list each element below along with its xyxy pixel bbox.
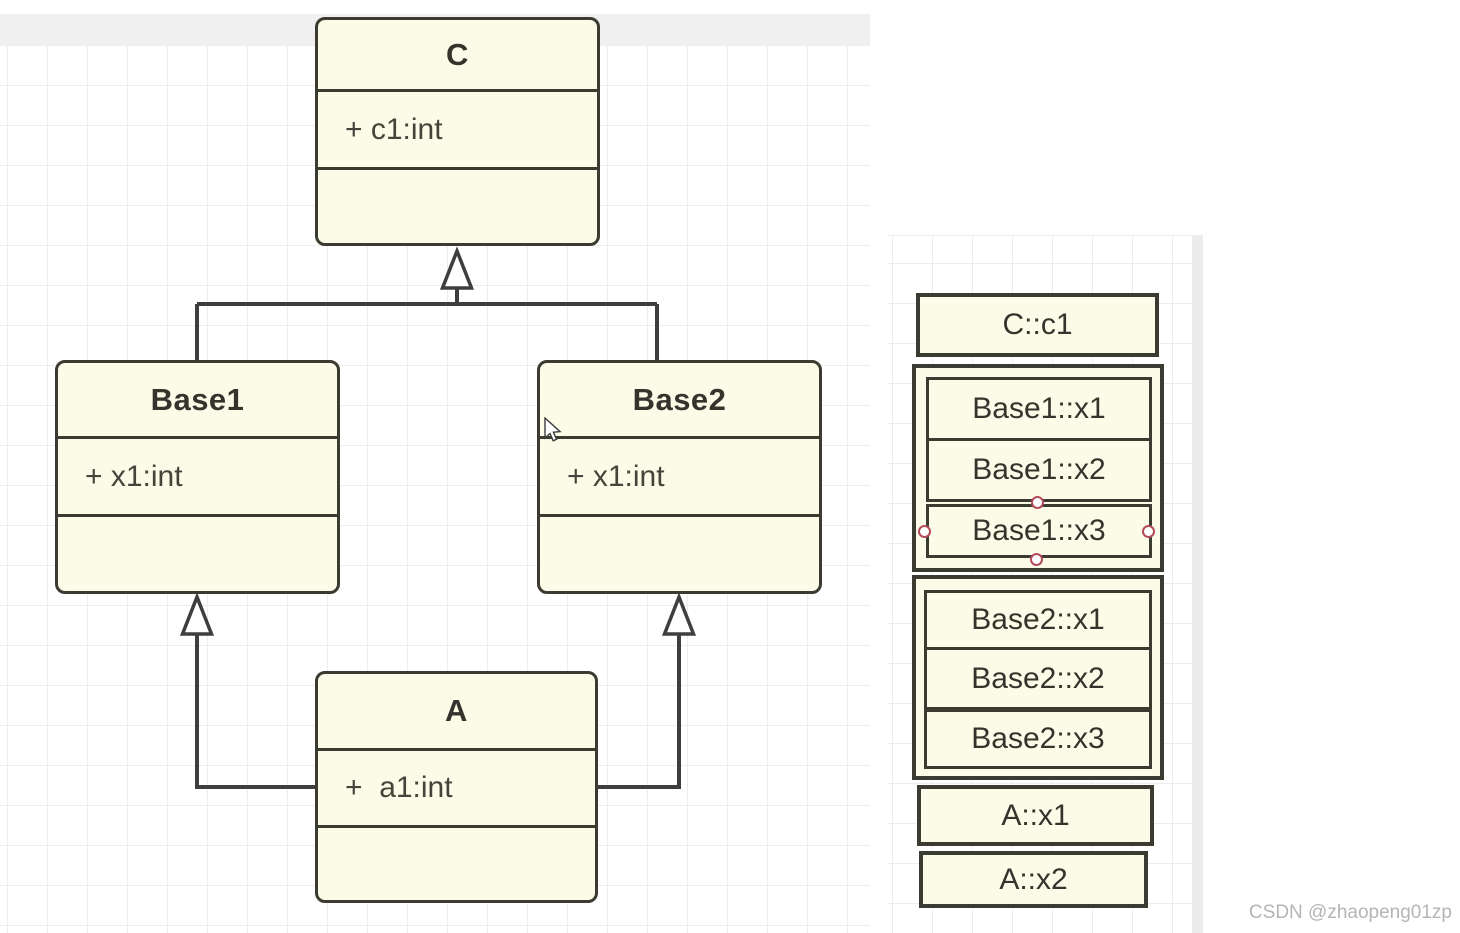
class-attribute: + x1:int [58,439,337,517]
memory-cell-base2-x2[interactable]: Base2::x2 [924,647,1152,710]
generalization-arrowhead-base2[interactable] [661,592,697,636]
class-title: Base1 [58,363,337,439]
class-methods-section [318,828,595,900]
memory-cell-a-x1[interactable]: A::x1 [917,785,1154,846]
selection-handle-right[interactable] [1142,525,1155,538]
class-attribute: + a1:int [318,751,595,828]
class-node-a[interactable]: A + a1:int [315,671,598,903]
class-title: A [318,674,595,751]
memory-cell-base2-x3[interactable]: Base2::x3 [924,709,1152,769]
generalization-arrowhead-base1[interactable] [179,592,215,636]
class-methods-section [318,170,597,243]
edge-a-to-base2[interactable] [598,634,681,789]
class-attribute: + x1:int [540,439,819,517]
memory-cell-c-c1[interactable]: C::c1 [916,293,1159,357]
memory-cell-base1-x2[interactable]: Base1::x2 [926,438,1152,502]
vertical-scrollbar[interactable] [1192,235,1203,933]
mouse-cursor-icon [544,417,562,442]
class-methods-section [58,517,337,591]
csdn-watermark: CSDN @zhaopeng01zp [1248,902,1452,923]
edge-base1-base2-to-c[interactable] [195,288,659,360]
selection-handle-left[interactable] [918,525,931,538]
class-node-c[interactable]: C + c1:int [315,17,600,246]
memory-cell-a-x2[interactable]: A::x2 [919,851,1148,908]
class-methods-section [540,517,819,591]
edge-a-to-base1[interactable] [195,634,315,789]
class-node-base2[interactable]: Base2 + x1:int [537,360,822,594]
memory-cell-base1-x3-selected[interactable]: Base1::x3 [926,504,1152,558]
class-node-base1[interactable]: Base1 + x1:int [55,360,340,594]
class-attribute: + c1:int [318,92,597,170]
memory-cell-base2-x1[interactable]: Base2::x1 [924,590,1152,650]
class-title: Base2 [540,363,819,439]
selection-handle-bottom[interactable] [1030,553,1043,566]
memory-cell-base1-x1[interactable]: Base1::x1 [926,377,1152,441]
generalization-arrowhead-c[interactable] [439,246,475,290]
class-title: C [318,20,597,92]
selection-handle-top[interactable] [1031,496,1044,509]
